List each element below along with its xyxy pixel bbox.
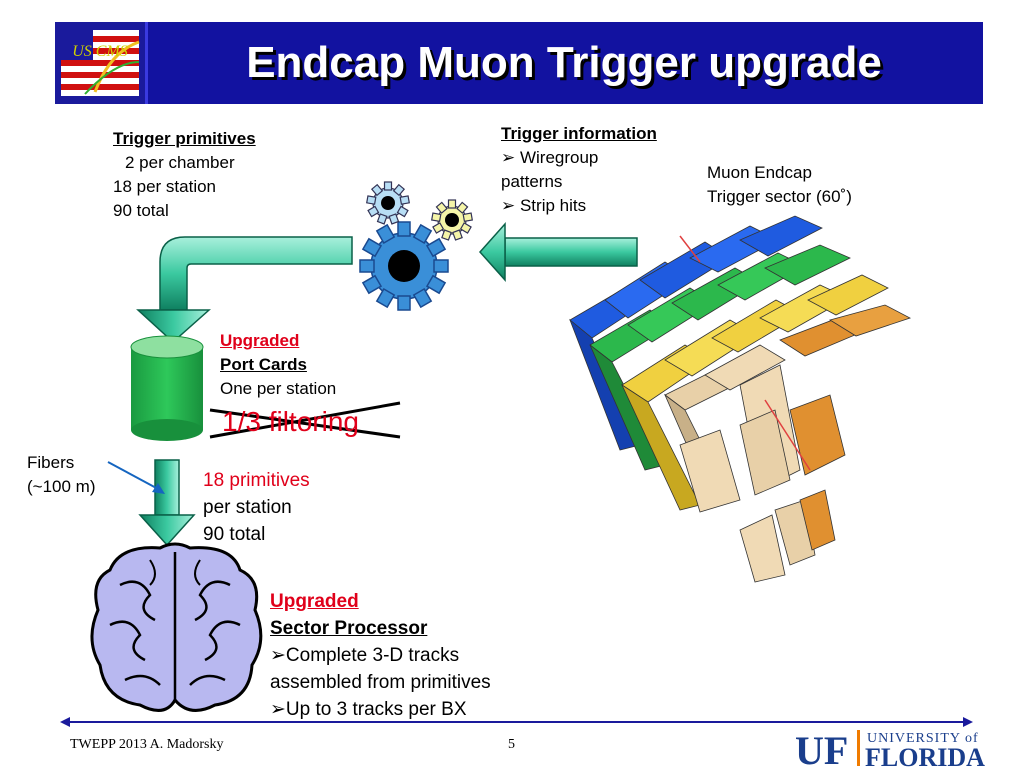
primitives-out-block: 18 primitives per station 90 total [203, 467, 310, 548]
logo-text: US CMS [72, 43, 128, 60]
arrow-to-gears [478, 222, 638, 282]
pc-heading: Port Cards [220, 355, 307, 374]
gear-large [359, 221, 449, 311]
gear-small-blue [366, 181, 410, 225]
page-title: Endcap Muon Trigger upgrade [246, 38, 882, 87]
ti-bullet-1b: patterns [501, 172, 563, 191]
brain-icon [90, 542, 263, 712]
sector-processor-block: Upgraded Sector Processor ➢Complete 3-D … [270, 588, 491, 723]
po-line-2: per station [203, 497, 292, 518]
chamber-ring-blue [569, 215, 823, 451]
po-line-3: 90 total [203, 524, 266, 545]
pc-upgraded: Upgraded [220, 331, 300, 350]
muon-endcap-label: Muon Endcap Trigger sector (60˚) [707, 161, 852, 209]
chamber-ring-yellow [621, 274, 889, 511]
uf-university-of: UNIVERSITY of [867, 731, 979, 746]
tp-line-2: 18 per station [113, 177, 217, 196]
trigger-information-block: Trigger information ➢ Wiregroup patterns… [501, 122, 701, 218]
bullet-arrow-icon: ➢ [270, 645, 286, 666]
me-line-2: Trigger sector (60˚) [707, 187, 852, 206]
uf-logo: UF UNIVERSITY of FLORIDA [793, 724, 1008, 773]
trigger-information-heading: Trigger information [501, 124, 657, 143]
ti-bullet-1a: Wiregroup [519, 148, 599, 167]
port-cards-block: Upgraded Port Cards One per station [220, 329, 336, 401]
title-bar [145, 22, 983, 104]
pc-line: One per station [220, 379, 337, 398]
arrow-to-brain [138, 459, 196, 547]
ti-bullet-2: Strip hits [519, 196, 587, 215]
bullet-arrow-icon: ➢ [501, 196, 520, 215]
fibers-line-2: (~100 m) [27, 477, 96, 496]
fibers-line-1: Fibers [27, 453, 75, 472]
po-line-1: 18 primitives [203, 470, 310, 491]
footer-rule [60, 717, 973, 727]
sp-upgraded: Upgraded [270, 591, 359, 612]
trigger-primitives-block: Trigger primitives 2 per chamber 18 per … [113, 127, 256, 223]
sp-bullet-2: Up to 3 tracks per BX [285, 699, 467, 720]
sp-bullet-1: Complete 3-D tracks [285, 645, 460, 666]
sp-bullet-1b: assembled from primitives [270, 672, 491, 693]
uscms-logo: US CMS [55, 22, 145, 104]
page-number: 5 [508, 737, 515, 752]
crossed-filtering-text: 1/3 filtoring [222, 406, 359, 437]
trigger-primitives-heading: Trigger primitives [113, 129, 256, 148]
uf-florida: FLORIDA [865, 743, 985, 768]
fibers-pointer [107, 461, 165, 494]
port-cards-cylinder [130, 335, 204, 441]
sp-heading: Sector Processor [270, 618, 428, 639]
endcap-chambers [569, 215, 912, 583]
bullet-arrow-icon: ➢ [501, 148, 520, 167]
me-line-1: Muon Endcap [707, 163, 812, 182]
tp-line-1: 2 per chamber [125, 153, 235, 172]
tp-line-3: 90 total [113, 201, 169, 220]
fibers-label: Fibers (~100 m) [27, 451, 96, 499]
gear-small-yellow [431, 199, 473, 241]
footer-credit: TWEPP 2013 A. Madorsky [70, 737, 224, 752]
chamber-ring-inner [679, 409, 836, 583]
strike-x [209, 401, 401, 439]
chamber-ring-green [589, 244, 851, 471]
uf-logo-letters: UF [795, 728, 848, 768]
arrow-to-port-cards [136, 236, 353, 344]
bullet-arrow-icon: ➢ [270, 699, 286, 720]
